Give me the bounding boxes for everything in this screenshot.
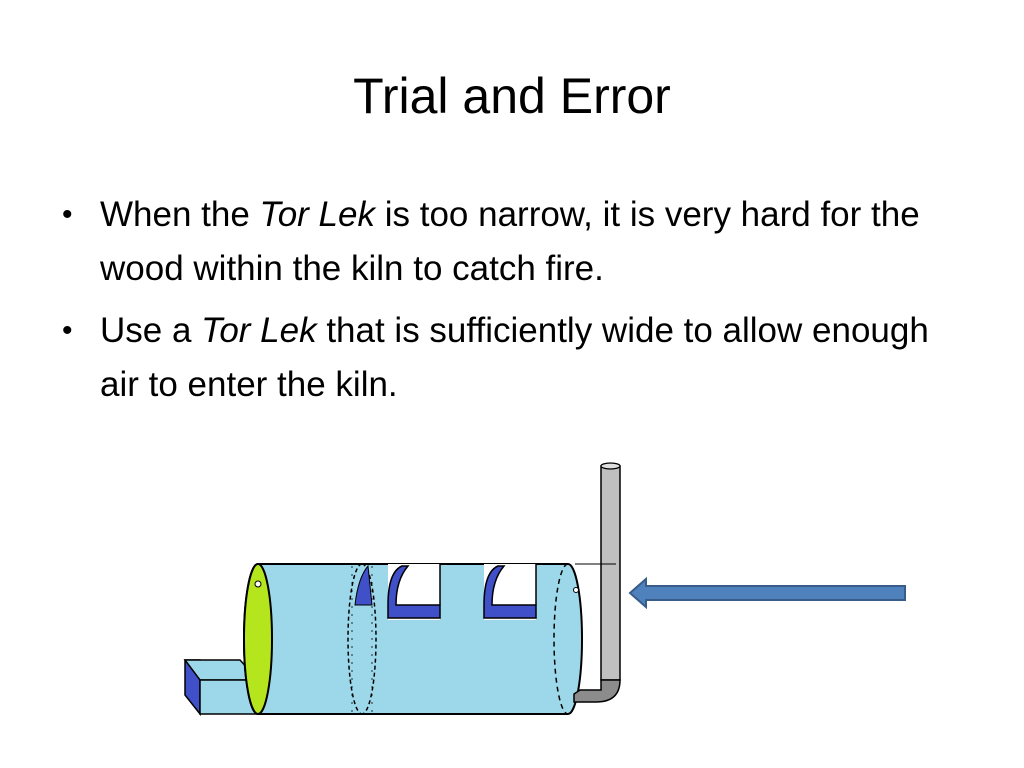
bullet-emphasis: Tor Lek (201, 311, 317, 350)
airflow-arrow-left-icon (628, 576, 906, 610)
bullet-item-1: • When the Tor Lek is too narrow, it is … (58, 188, 958, 296)
bullet-text-start: When the (100, 195, 260, 234)
bullet-marker: • (62, 198, 73, 231)
slide-title: Trial and Error (353, 68, 671, 124)
bullet-text-end: is too narrow, it is very hard for the w… (100, 195, 920, 288)
bullet-text-end: that is sufficiently wide to allow enoug… (100, 311, 929, 404)
bullet-list: • When the Tor Lek is too narrow, it is … (58, 188, 958, 420)
bullet-text-start: Use a (100, 311, 202, 350)
kiln-drawing (243, 563, 583, 715)
chimney-pipe (573, 462, 621, 703)
bullet-item-2: • Use a Tor Lek that is sufficiently wid… (58, 304, 958, 412)
bullet-marker: • (62, 314, 73, 347)
bullet-emphasis: Tor Lek (259, 195, 375, 234)
